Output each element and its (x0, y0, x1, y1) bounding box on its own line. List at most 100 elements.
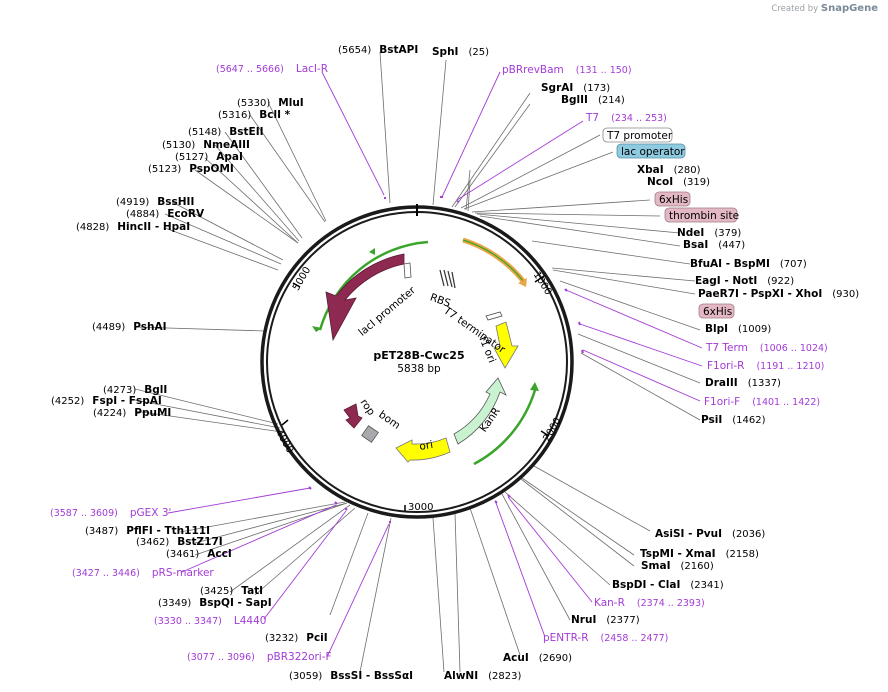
box-6xhis-1: 6xHis (659, 194, 688, 206)
primer-range: (5647 .. 5666) (216, 64, 284, 75)
enzyme-label-ppumi: (4224)PpuMI (93, 407, 171, 419)
enzyme-name: BstZ17I (177, 536, 222, 548)
enzyme-name: EagI - NotI (695, 275, 757, 287)
enzyme-position: (5123) (148, 164, 181, 175)
primer-range: (3587 .. 3609) (50, 508, 118, 519)
enzyme-label-bspqi-sapi: (3349)BspQI - SapI (158, 597, 272, 609)
enzyme-position: (2377) (606, 615, 639, 626)
primer-label-pbr322ori-f: (3077 .. 3096)pBR322ori-F (187, 651, 332, 663)
laci-feature (325, 253, 405, 342)
primer-label-t7-term: T7 Term(1006 .. 1024) (705, 342, 828, 354)
plasmid-length: 5838 bp (397, 363, 441, 375)
primer-name: F1ori-R (707, 360, 744, 372)
snapgene-logo: SnapGene (820, 3, 878, 14)
enzyme-label-bfuai-bspmi: BfuAI - BspMI(707) (690, 258, 807, 270)
ori-feature (395, 437, 451, 463)
primer-name: pGEX 3' (130, 507, 172, 519)
enzyme-label-pcii: (3232)PciI (265, 632, 328, 644)
enzyme-position: (5127) (175, 152, 208, 163)
enzyme-name: ApaI (216, 151, 243, 163)
primer-range: (131 .. 150) (576, 65, 632, 76)
enzyme-name: PsiI (701, 414, 722, 426)
enzyme-name: PaeR7I - PspXI - XhoI (698, 288, 822, 300)
primer-label-kan-r: Kan-R(2374 .. 2393) (594, 597, 705, 609)
primer-range: (1191 .. 1210) (756, 361, 824, 372)
enzyme-name: BspDI - ClaI (612, 579, 680, 591)
enzyme-position: (3462) (136, 537, 169, 548)
enzyme-position: (319) (683, 177, 710, 188)
kanr-feature (453, 377, 507, 445)
enzyme-label-bspdi-clai: BspDI - ClaI (2341) (612, 579, 724, 591)
enzyme-name: NdeI (677, 227, 704, 239)
enzyme-label-bcli: (5316)BclI * (218, 109, 291, 121)
enzyme-label-bgli: (4273)BglI (103, 384, 167, 396)
enzyme-name: TatI (241, 585, 263, 597)
primer-name: pENTR-R (543, 632, 589, 644)
enzyme-position: (4273) (103, 385, 136, 396)
primer-range: (3330 .. 3347) (154, 616, 222, 627)
f1-ori-feature (493, 321, 519, 369)
enzyme-label-pflfi-tth111i: (3487)PflFI - Tth111I (85, 525, 210, 537)
enzyme-name: NcoI (647, 176, 673, 188)
cwc25-feature (462, 237, 526, 284)
primer-name: pBR322ori-F (267, 651, 332, 663)
enzyme-position: (2341) (690, 580, 723, 591)
primer-label-prs-marker: (3427 .. 3446)pRS-marker (72, 567, 214, 579)
box-thrombin-site: thrombin site (669, 210, 739, 222)
enzyme-label-nmeaiii: (5130) NmeAIII (162, 139, 250, 151)
feature-boxes: T7 promoter lac operator 6xHis thrombin … (602, 127, 739, 319)
enzyme-position: (3461) (166, 549, 199, 560)
enzyme-name: EcoRV (167, 208, 205, 220)
bom-feature (361, 425, 379, 443)
primer-range: (234 .. 253) (611, 113, 667, 124)
primer-name: LacI-R (296, 63, 328, 75)
tick-4000: 4000 (273, 428, 295, 456)
enzyme-name: BstAPI (379, 44, 418, 56)
enzyme-label-eagi-noti: EagI - NotI(922) (695, 275, 794, 287)
primer-name: Kan-R (594, 597, 625, 609)
enzyme-position: (5148) (188, 127, 221, 138)
features (312, 237, 539, 466)
enzyme-label-alwni: AlwNI(2823) (444, 670, 521, 682)
enzyme-name: NmeAIII (203, 139, 250, 151)
enzyme-name: BsaI (683, 239, 708, 251)
enzyme-position: (2160) (681, 561, 714, 572)
primer-name: pBRrevBam (502, 64, 564, 76)
enzyme-position: (2158) (726, 549, 759, 560)
enzyme-label-draiii: DraIII(1337) (705, 377, 781, 389)
enzyme-label-pspomi: (5123)PspOMI (148, 163, 234, 175)
enzyme-position: (25) (468, 47, 489, 58)
plasmid-name: pET28B-Cwc25 (373, 349, 464, 362)
enzyme-name: NruI (571, 614, 596, 626)
enzyme-name: DraIII (705, 377, 738, 389)
enzyme-position: (1462) (732, 415, 765, 426)
enzyme-label-bsssi-bsss-i: (3059)BssSI - BssSαI (289, 670, 413, 682)
enzyme-name: BstEII (229, 126, 263, 138)
enzyme-label-paer7i-pspxi-xhoi: PaeR7I - PspXI - XhoI(930) (698, 288, 859, 300)
enzyme-position: (3349) (158, 598, 191, 609)
primer-range: (3427 .. 3446) (72, 568, 140, 579)
tick-marks (281, 275, 550, 511)
enzyme-position: (5130) (162, 140, 195, 151)
primer-range: (1401 .. 1422) (752, 397, 820, 408)
box-lac-operator: lac operator (621, 146, 685, 158)
enzyme-label-bsteii: (5148) BstEII (188, 126, 264, 138)
t7-terminator-feature (485, 311, 503, 321)
tick-2000: 2000 (542, 416, 564, 444)
primer-leader-lines (167, 71, 703, 658)
enzyme-name: SgrAI (541, 82, 573, 94)
enzyme-position: (707) (780, 259, 807, 270)
enzyme-label-smai: SmaI(2160) (641, 560, 714, 572)
enzyme-name: HincII - HpaI (117, 221, 190, 233)
enzyme-label-psii: PsiI (1462) (701, 414, 766, 426)
credit-prefix: Created by (771, 4, 819, 14)
laci-promoter-feature (403, 262, 412, 279)
leader-lines (134, 51, 701, 673)
enzyme-name: TspMI - XmaI (640, 548, 716, 560)
enzyme-position: (3425) (200, 586, 233, 597)
enzyme-label-tati: (3425) TatI (200, 585, 263, 597)
feature-label-bom: bom (376, 409, 402, 432)
enzyme-label-bstapi: (5654)BstAPI (338, 44, 418, 56)
enzyme-label-ndei: NdeI(379) (677, 227, 741, 239)
